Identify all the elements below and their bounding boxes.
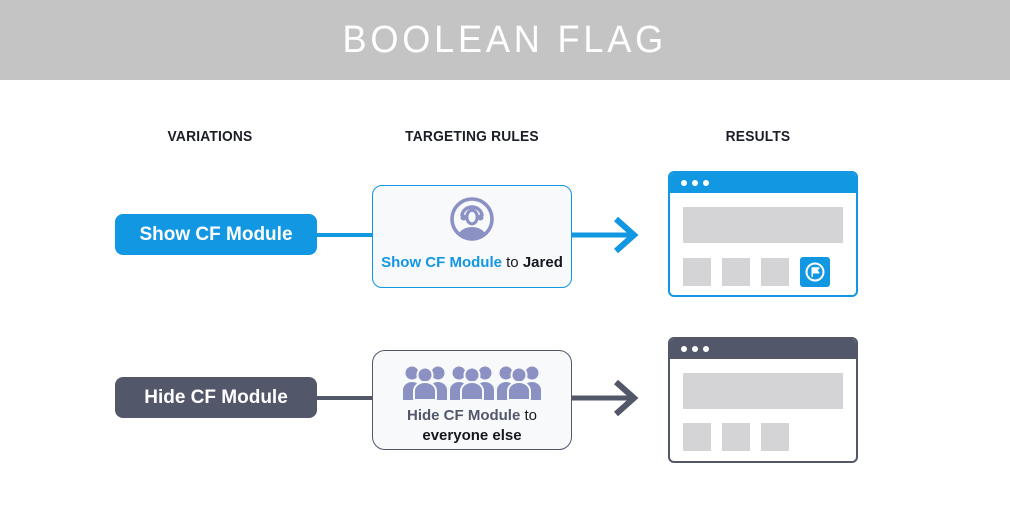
content-placeholder-square	[683, 423, 711, 451]
content-placeholder-square	[683, 258, 711, 286]
browser-window-with-cf-module	[668, 171, 858, 297]
browser-body	[670, 193, 856, 287]
window-dot	[703, 180, 709, 186]
column-header-results: RESULTS	[725, 128, 791, 145]
targeting-rule-card-hide: Hide CF Module to everyone else	[372, 350, 572, 450]
tile-row	[683, 423, 843, 451]
rule-text: Show CF Module to Jared	[381, 253, 563, 273]
window-dot	[681, 346, 687, 352]
arrow-right-icon	[572, 216, 639, 254]
flag-circle-icon	[805, 262, 825, 282]
rule-target: Jared	[522, 254, 563, 271]
banner-placeholder	[683, 207, 843, 243]
cf-module-tile	[800, 257, 830, 287]
connector-line	[316, 233, 373, 237]
tile-row	[683, 257, 843, 287]
rule-flag-name: Show CF Module	[381, 254, 502, 271]
content-placeholder-square	[761, 258, 789, 286]
banner-placeholder	[683, 373, 843, 409]
page-title: BOOLEAN FLAG	[342, 18, 668, 61]
column-header-targeting-rules: TARGETING RULES	[405, 128, 539, 145]
rule-connector: to	[506, 254, 519, 271]
rule-text: Hide CF Module to everyone else	[407, 406, 537, 447]
browser-titlebar	[670, 173, 856, 193]
variation-button-show-cf-module: Show CF Module	[115, 214, 317, 255]
content-placeholder-square	[722, 423, 750, 451]
browser-window-without-cf-module	[668, 337, 858, 463]
window-dot	[681, 180, 687, 186]
arrow-right-icon	[572, 379, 639, 417]
header-bar: BOOLEAN FLAG	[0, 0, 1010, 80]
browser-body	[670, 359, 856, 451]
window-dot	[692, 346, 698, 352]
column-header-variations: VARIATIONS	[167, 128, 253, 145]
variation-button-hide-cf-module: Hide CF Module	[115, 377, 317, 418]
window-dot	[703, 346, 709, 352]
browser-titlebar	[670, 339, 856, 359]
connector-line	[316, 396, 373, 400]
content-placeholder-square	[761, 423, 789, 451]
targeting-rule-card-show: Show CF Module to Jared	[372, 185, 572, 288]
rule-connector: to	[524, 407, 537, 424]
content-placeholder-square	[722, 258, 750, 286]
user-headset-icon	[450, 197, 494, 241]
window-dot	[692, 180, 698, 186]
crowd-icon	[403, 366, 541, 400]
rule-target: everyone else	[422, 427, 522, 445]
rule-flag-name: Hide CF Module	[406, 407, 521, 424]
